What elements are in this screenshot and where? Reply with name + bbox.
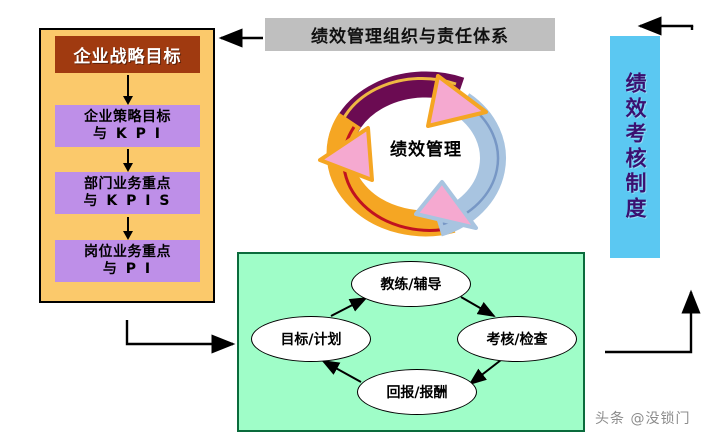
watermark: 头条 @没锁门: [595, 411, 691, 427]
pdca-arrow-layer: [321, 296, 502, 386]
node-goal-plan[interactable]: 目标/计划: [251, 316, 371, 362]
position-pi-line1: 岗位业务重点: [84, 244, 171, 261]
cycle-arrowhead-left: [318, 126, 374, 182]
node-assess-check-label: 考核/检查: [486, 332, 548, 348]
cycle-arrowhead-top-right: [426, 74, 488, 128]
assessment-system-box[interactable]: 绩效考核制度: [610, 36, 660, 258]
performance-cycle-graphic: [318, 71, 506, 237]
department-kpis-box[interactable]: 部门业务重点 与 K P I S: [55, 172, 200, 214]
node-assess-check[interactable]: 考核/检查: [457, 316, 577, 362]
header-banner-title: 绩效管理组织与责任体系: [311, 27, 509, 47]
assessment-system-label: 绩效考核制度: [623, 72, 647, 222]
connector-cycle-to-assessment: [605, 289, 701, 354]
arrow-kpi2-to-kpi3: [123, 217, 133, 240]
node-coach-guide[interactable]: 教练/辅导: [351, 261, 471, 307]
pdca-arrow-goal-to-coach: [330, 297, 368, 317]
strategy-goal-label: 企业战略目标: [73, 47, 182, 67]
node-reward-pay[interactable]: 回报/报酬: [357, 369, 477, 415]
arrow-kpi1-to-kpi2: [123, 149, 133, 172]
connector-strategy-to-cycle: [125, 320, 236, 354]
position-pi-box[interactable]: 岗位业务重点 与 P I: [55, 240, 200, 282]
department-kpis-line2: 与 K P I S: [83, 193, 172, 209]
connector-top-right-elbow: [637, 16, 694, 36]
enterprise-kpi-line1: 企业策略目标: [84, 109, 171, 126]
enterprise-kpi-line2: 与 K P I: [93, 126, 162, 142]
cycle-arrowhead-bottom: [414, 180, 478, 230]
node-coach-guide-label: 教练/辅导: [380, 277, 442, 293]
header-banner[interactable]: 绩效管理组织与责任体系: [265, 18, 555, 51]
performance-cycle-label: 绩效管理: [390, 140, 462, 160]
pdca-cycle-panel: 目标/计划 教练/辅导 考核/检查 回报/报酬: [237, 252, 585, 432]
enterprise-kpi-box[interactable]: 企业策略目标 与 K P I: [55, 105, 200, 147]
strategy-goal-box[interactable]: 企业战略目标: [55, 36, 200, 73]
department-kpis-line1: 部门业务重点: [84, 176, 171, 193]
node-goal-plan-label: 目标/计划: [280, 332, 342, 348]
position-pi-line2: 与 P I: [102, 261, 153, 277]
pdca-arrow-reward-to-goal: [321, 360, 362, 383]
cycle-arc-left: [326, 112, 456, 237]
arrow-strategy-to-kpi1: [123, 75, 133, 105]
pdca-arrow-assess-to-reward: [468, 359, 502, 386]
pdca-arrow-coach-to-assess: [460, 296, 496, 317]
node-reward-pay-label: 回报/报酬: [386, 385, 448, 401]
